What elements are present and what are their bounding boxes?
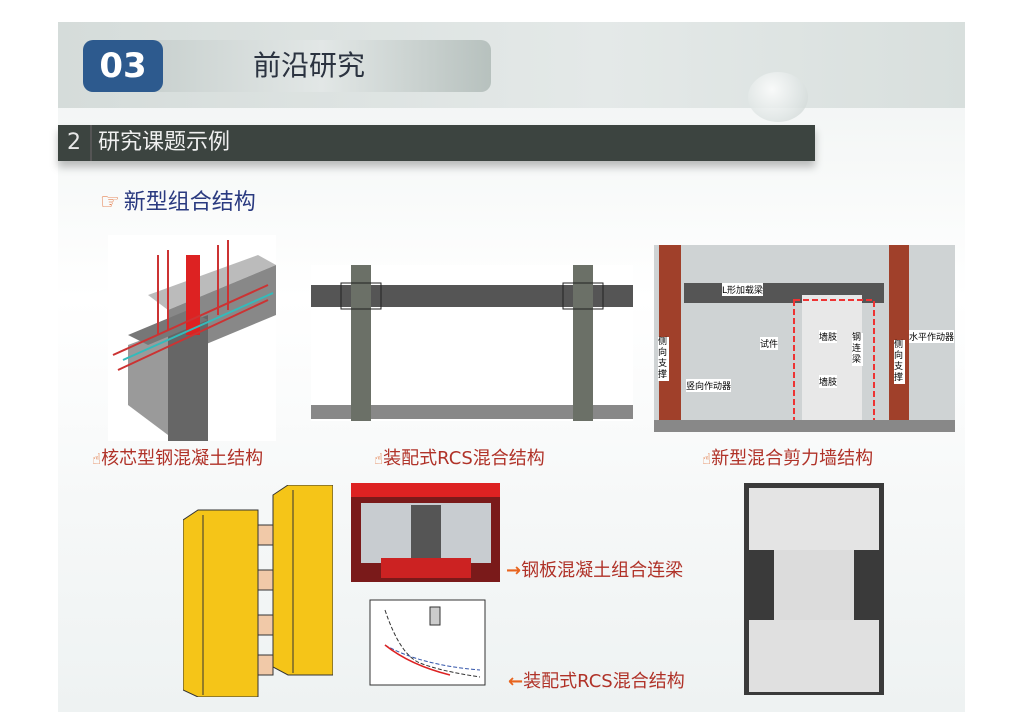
topic-text: 新型组合结构 bbox=[123, 190, 256, 215]
rcs-frame-figure bbox=[311, 265, 633, 421]
label-specimen: 试件 bbox=[760, 337, 779, 350]
label-wall-lower: 墙肢 bbox=[819, 375, 838, 388]
core-steel-concrete-figure bbox=[108, 235, 276, 441]
hand-icon: ☝ bbox=[92, 450, 102, 468]
label-loading-beam: L形加载梁 bbox=[722, 283, 764, 296]
caption-core-steel: ☝核芯型钢混凝土结构 bbox=[92, 444, 263, 470]
label-horizontal-actuator: 水平作动器 bbox=[909, 330, 955, 343]
section-title: 前沿研究 bbox=[153, 40, 491, 92]
label-wall-upper: 墙肢 bbox=[819, 330, 838, 343]
label-steel-coupling-beam: 钢连梁 bbox=[852, 333, 863, 366]
arrow-right-icon: → bbox=[506, 560, 522, 581]
caption-text: 核芯型钢混凝土结构 bbox=[101, 448, 264, 469]
shear-wall-test-photo: L形加载梁 试件 墙肢 墙肢 钢连梁 侧向支撑 侧向支撑 竖向作动器 水平作动器 bbox=[654, 245, 955, 432]
caption-shear-wall: ☝新型混合剪力墙结构 bbox=[702, 444, 873, 470]
label-left-support: 侧向支撑 bbox=[658, 337, 669, 381]
subsection-title: 研究课题示例 bbox=[98, 130, 231, 155]
water-drop-decoration bbox=[748, 72, 808, 122]
subsection-number: 2 bbox=[58, 125, 92, 161]
label-right-support: 侧向支撑 bbox=[894, 340, 905, 384]
section-number-badge: 03 bbox=[83, 40, 163, 92]
caption-text: 钢板混凝土组合连梁 bbox=[521, 560, 684, 581]
caption-rcs-bottom: ←装配式RCS混合结构 bbox=[508, 667, 685, 693]
hand-icon: ☝ bbox=[374, 450, 384, 468]
caption-steel-plate-coupling-beam: →钢板混凝土组合连梁 bbox=[506, 556, 683, 582]
arrow-left-icon: ← bbox=[508, 671, 524, 692]
topic-heading: ☞新型组合结构 bbox=[100, 184, 256, 216]
hand-icon: ☝ bbox=[702, 450, 712, 468]
header-band: 前沿研究 03 bbox=[58, 22, 965, 122]
assembled-wall-figure bbox=[183, 485, 333, 697]
caption-rcs: ☝装配式RCS混合结构 bbox=[374, 444, 545, 470]
caption-text: 装配式RCS混合结构 bbox=[523, 671, 685, 692]
stiffness-curve-chart bbox=[369, 599, 486, 686]
pointing-hand-icon: ☞ bbox=[100, 190, 120, 215]
caption-text: 装配式RCS混合结构 bbox=[383, 448, 545, 469]
cracked-wall-photo bbox=[744, 483, 884, 695]
coupling-beam-test-photo bbox=[351, 483, 500, 582]
label-vertical-actuator: 竖向作动器 bbox=[686, 379, 732, 392]
caption-text: 新型混合剪力墙结构 bbox=[711, 448, 874, 469]
